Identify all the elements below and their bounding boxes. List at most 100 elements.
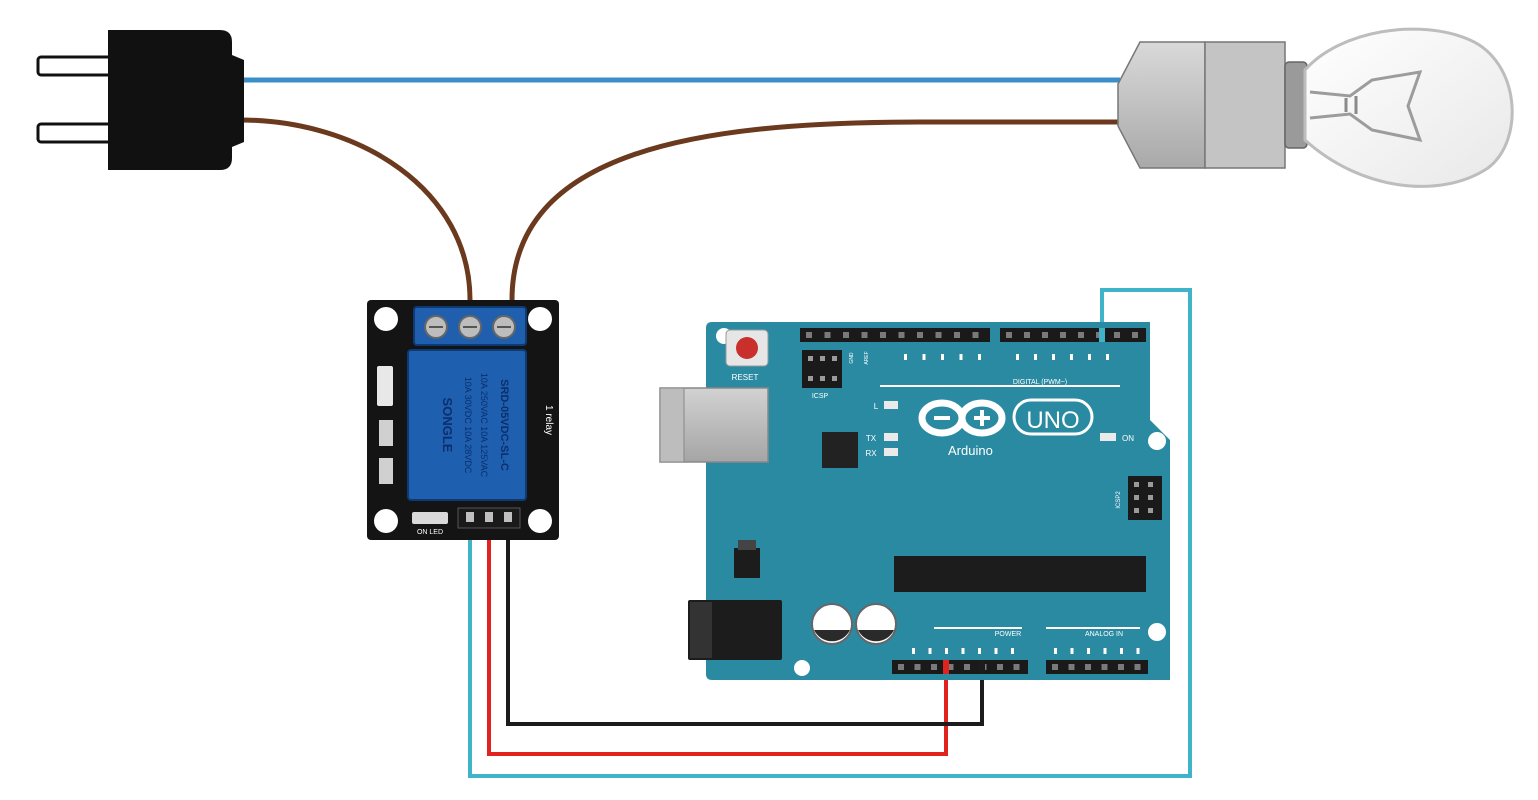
header-pin	[898, 664, 904, 670]
arduino-uno-board: RESET ICSP AREF GND DIGITAL (PWM~) L TX …	[659, 322, 1170, 680]
icsp-label: ICSP	[812, 393, 829, 400]
silk-mark	[994, 648, 998, 654]
header-pin	[917, 332, 923, 338]
relay-module: SRD-05VDC-SL-C 10A 250VAC 10A 125VAC 10A…	[367, 300, 559, 540]
header-pin	[1134, 664, 1141, 670]
header-pin	[954, 332, 960, 338]
relay-led-label: ON LED	[417, 529, 443, 536]
voltage-regulator	[734, 548, 760, 578]
silk-mark	[1087, 648, 1090, 654]
relay-mount-hole-bl	[374, 509, 398, 533]
header-pin	[1078, 332, 1084, 338]
silk-mark	[1103, 648, 1107, 654]
silk-mark	[904, 354, 907, 360]
relay-ratings-line2: 10A 30VDC 10A 28VDC	[463, 377, 473, 474]
silk-mark	[912, 648, 915, 654]
analog-header	[1046, 660, 1148, 674]
led-on-label: ON	[1122, 434, 1134, 443]
header-pin	[880, 332, 886, 338]
relay-mount-hole-br	[528, 509, 552, 533]
header-pin	[1101, 664, 1108, 670]
pin-connection-d	[1099, 328, 1105, 342]
header-pin	[1042, 332, 1048, 338]
silk-mark	[1011, 648, 1014, 654]
plug-pin-bottom	[36, 122, 120, 144]
header-pin	[843, 332, 849, 338]
signal-wire-cyan	[468, 288, 1192, 778]
relay-maker-text: SONGLE	[440, 398, 455, 453]
icsp-header	[802, 350, 842, 388]
uno-label: UNO	[1026, 407, 1079, 434]
silk-mark	[928, 648, 932, 654]
analog-label: ANALOG IN	[1085, 631, 1123, 638]
bulb-socket-left	[1117, 41, 1206, 169]
header-pin	[914, 664, 921, 670]
header-pin	[898, 332, 905, 338]
icsp2-header	[1128, 476, 1162, 520]
header-pin	[935, 332, 942, 338]
header-pin	[1006, 332, 1012, 338]
header-pin	[1013, 664, 1020, 670]
arduino-hole-4	[794, 660, 810, 676]
header-pin	[1132, 332, 1138, 338]
header-pin	[861, 332, 868, 338]
digital-header-left	[800, 328, 990, 342]
silk-mark	[941, 354, 944, 360]
plug-pin-top	[36, 55, 120, 77]
power-label: POWER	[995, 631, 1021, 638]
pin-connection-gnd	[979, 660, 985, 674]
usb-chip	[822, 432, 858, 468]
header-pin	[1114, 332, 1120, 338]
power-header	[892, 660, 1028, 674]
header-pin	[997, 664, 1003, 670]
silk-mark	[945, 648, 948, 654]
led-rx	[884, 448, 898, 456]
power-plug	[36, 30, 244, 170]
relay-led	[412, 512, 448, 524]
pin-connection-5v	[943, 660, 949, 674]
silk-mark	[978, 648, 981, 654]
led-tx-label: TX	[866, 434, 877, 443]
silk-mark	[1016, 354, 1019, 360]
arduino-brand-label: Arduino	[948, 443, 993, 458]
header-pin	[1085, 664, 1091, 670]
relay-mount-hole-tr	[528, 307, 552, 331]
reset-button-cap[interactable]	[736, 337, 758, 359]
silk-mark	[1054, 648, 1057, 654]
relay-mount-hole-tl	[374, 307, 398, 331]
relay-pin-gnd	[504, 512, 512, 522]
icsp2-label: ICSP2	[1116, 491, 1122, 509]
header-pin	[947, 664, 954, 670]
silk-mark	[978, 354, 981, 360]
header-pin	[931, 664, 937, 670]
digital-header-right	[1000, 328, 1146, 342]
relay-diode	[377, 366, 393, 406]
led-on	[1100, 433, 1116, 441]
relay-pin-vcc	[485, 512, 493, 522]
live-wire-plug-to-relay	[239, 117, 473, 301]
relay-ratings-line1: 10A 250VAC 10A 125VAC	[479, 373, 489, 478]
atmega-chip	[894, 556, 1146, 592]
silk-mark	[1070, 354, 1073, 360]
bulb-filament-coil	[1344, 96, 1358, 114]
plug-body	[108, 30, 244, 170]
ac-wires	[239, 77, 1120, 301]
silk-mark	[922, 354, 926, 360]
led-tx	[884, 433, 898, 441]
led-l	[884, 401, 898, 409]
vcc-wire-red	[487, 520, 948, 756]
gnd-top-label: GND	[849, 352, 855, 364]
arduino-hole-3	[1148, 623, 1166, 641]
live-wire-relay-to-bulb	[509, 119, 1120, 301]
reset-label: RESET	[732, 373, 759, 382]
silk-mark	[1088, 354, 1091, 360]
aref-label: AREF	[864, 351, 870, 364]
header-pin	[1024, 332, 1030, 338]
header-pin	[1060, 332, 1066, 338]
light-bulb	[1117, 27, 1514, 188]
bulb-socket-right	[1204, 41, 1286, 169]
relay-cube	[407, 349, 527, 501]
gnd-wire-black	[506, 520, 984, 726]
